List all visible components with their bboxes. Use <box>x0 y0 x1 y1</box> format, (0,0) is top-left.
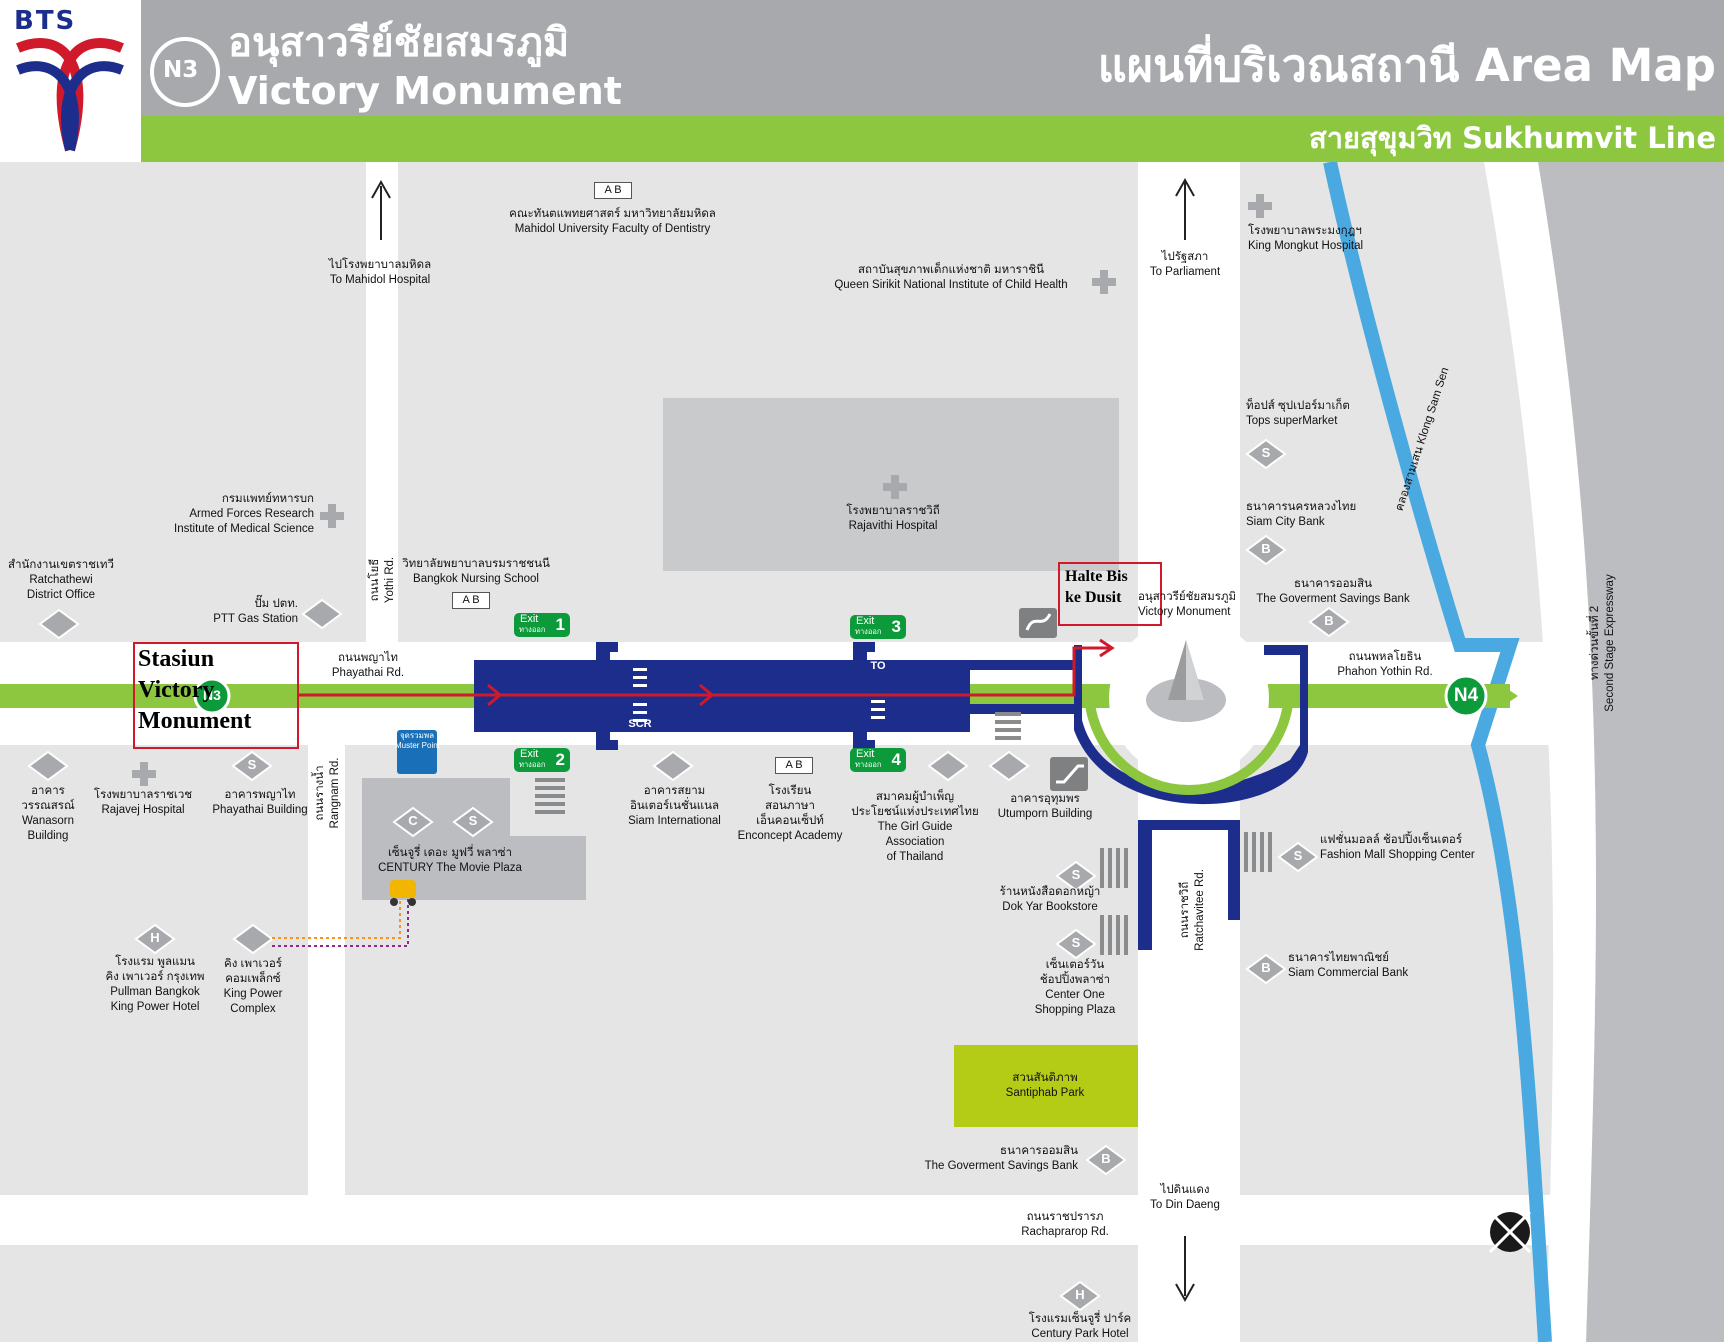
escalator-icon <box>1050 757 1088 791</box>
bus-stop-annotation: Halte Bis ke Dusit <box>1058 562 1162 626</box>
bus-stop-icon <box>1019 608 1057 638</box>
to-icon-label: TO <box>870 660 886 672</box>
road-yothi: ถนนโยธีYothi Rd. <box>369 556 396 604</box>
monument-roundabout <box>1084 689 1294 795</box>
supermarket-icon: S <box>468 813 478 828</box>
line-arrow <box>1500 684 1518 708</box>
bank-icon: B <box>1101 1151 1111 1166</box>
canal <box>1323 160 1552 1342</box>
poi-diamonds <box>27 438 1350 1312</box>
bts-logo-text: BTS <box>14 6 77 36</box>
station-marker-n4 <box>1444 674 1488 718</box>
line-bar <box>141 116 1724 162</box>
skywalk <box>970 645 1308 950</box>
place-ptt: ปั๊ม ปตท.PTT Gas Station <box>213 598 298 625</box>
station-code: N3 <box>163 57 199 83</box>
hotel-icon: H <box>1075 1287 1085 1302</box>
bank-icon: B <box>1261 541 1271 556</box>
header-bar <box>141 0 1724 116</box>
line-name: สายสุขุมวิท Sukhumvit Line <box>1309 121 1716 155</box>
bts-logo <box>0 0 141 162</box>
expressway <box>1484 162 1724 1342</box>
station-annotation: Stasiun Victory Monument <box>133 642 299 749</box>
station-marker-n3 <box>193 677 231 715</box>
place-bangkok-nursing: วิทยาลัยพยาบาลบรมราชชนนีBangkok Nursing … <box>402 558 550 585</box>
book-icon: A B <box>594 182 632 199</box>
compass-icon <box>1488 1210 1532 1254</box>
road-ratchavitee: ถนนราชวิถีRatchavitee Rd. <box>1179 869 1206 951</box>
santiphab-park <box>954 1045 1138 1127</box>
book-icon: A B <box>775 757 813 774</box>
cinema-icon: C <box>408 813 418 828</box>
station-name-en: Victory Monument <box>228 69 622 113</box>
place-siam-commercial: ธนาคารไทยพาณิชย์Siam Commercial Bank <box>1288 952 1409 979</box>
muster-point-icon <box>397 730 437 774</box>
bank-icon: B <box>1324 613 1334 628</box>
station-code-badge <box>150 37 220 107</box>
book-icon: A B <box>452 592 490 609</box>
supermarket-icon: S <box>247 757 257 772</box>
supermarket-icon: S <box>1261 445 1271 460</box>
place-queen-sirikit: สถาบันสุขภาพเด็กแห่งชาติ มหาราชินีQueen … <box>834 264 1068 291</box>
crosswalks <box>535 712 1272 955</box>
hotel-icon: H <box>150 930 160 945</box>
supermarket-icon: S <box>1293 848 1303 863</box>
bank-icon: B <box>1261 960 1271 975</box>
next-station-label: N4 <box>1453 685 1479 706</box>
place-victory-monument: อนุสาวรีย์ชัยสมรภูมิVictory Monument <box>1138 591 1237 618</box>
station-name-th: อนุสาวรีย์ชัยสมรภูมิ <box>228 20 570 66</box>
platform-markings <box>633 668 885 722</box>
place-enconcept: โรงเรียนสอนภาษาเอ็นคอนเซ็ปท์Enconcept Ac… <box>737 785 843 842</box>
route-annotation <box>298 638 1115 707</box>
station-marker-label-n3: N3 <box>203 687 221 703</box>
monument-obelisk <box>1146 640 1226 722</box>
place-rajavithi: โรงพยาบาลราชวิถีRajavithi Hospital <box>846 505 940 532</box>
scr-icon-label: SCR <box>628 718 652 730</box>
shuttle-route <box>272 890 409 947</box>
map-title: แผนที่บริเวณสถานี Area Map <box>1097 39 1716 92</box>
supermarket-icon: S <box>1071 935 1081 950</box>
tuk-tuk-icon <box>390 880 416 906</box>
supermarket-icon: S <box>1071 867 1081 882</box>
century-plaza-building <box>362 778 586 900</box>
place-fashion-mall: แฟชั่นมอลล์ ช้อปปิ้งเซ็นเตอร์Fashion Mal… <box>1320 834 1475 861</box>
hospital-icons <box>132 194 1272 786</box>
direction-arrows <box>371 177 1195 1303</box>
